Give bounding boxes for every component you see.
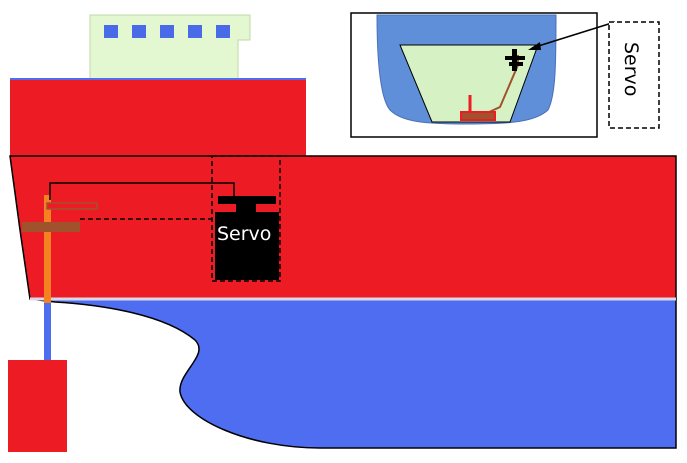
main-hull bbox=[9, 155, 677, 300]
tiller-icon bbox=[22, 222, 80, 232]
pointer-arrowhead bbox=[528, 42, 541, 50]
inset-hold bbox=[399, 44, 539, 123]
deckhouse-window bbox=[216, 25, 230, 38]
inset-tiller bbox=[460, 111, 496, 121]
deckhouse-window bbox=[132, 25, 146, 38]
rudder-icon bbox=[8, 360, 67, 452]
deckhouse-windows bbox=[104, 25, 230, 38]
upper-hull-block bbox=[10, 79, 306, 156]
servo-actuator-icon bbox=[211, 155, 281, 282]
inset-servo-icon bbox=[505, 49, 525, 71]
servo-callout-box bbox=[608, 21, 660, 129]
pointer-arrow-icon bbox=[531, 21, 616, 49]
deckhouse-window bbox=[188, 25, 202, 38]
deckhouse-window bbox=[104, 25, 118, 38]
rudder-stock-lower bbox=[44, 303, 51, 361]
deckhouse-window bbox=[160, 25, 174, 38]
tiller-arm-upper bbox=[46, 202, 98, 210]
rudder-stock-upper bbox=[44, 195, 51, 303]
servo-callout-label: Servo bbox=[620, 42, 642, 96]
deckhouse bbox=[89, 14, 251, 81]
servo-label: Servo bbox=[217, 223, 271, 245]
linkage-upper bbox=[49, 182, 235, 200]
underwater-hull bbox=[29, 298, 677, 449]
